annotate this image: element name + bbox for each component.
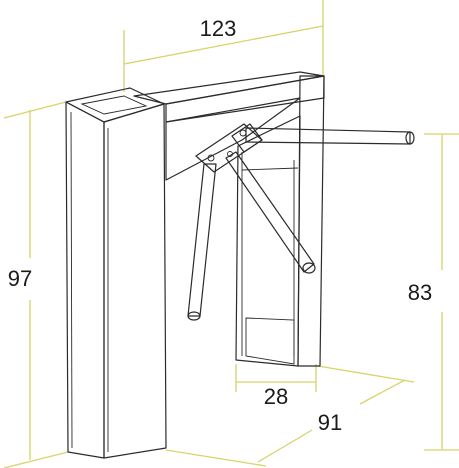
dimension-lines [3,0,459,468]
turnstile-cabinet [65,87,167,459]
dim-97-bottom-ext [3,451,69,468]
right-post-seam [241,167,299,171]
label-depth-91: 91 [318,410,342,435]
dim-91-bottom-ext [165,449,267,467]
rotor-hub [195,123,263,173]
turnstile-frame [133,71,325,367]
right-post-front [235,115,301,367]
rotor-bolt-top [239,129,247,137]
dim-91-top-ext [317,365,415,383]
tripod-arms [187,123,415,321]
dim-91-line-top [359,379,406,405]
label-height-83: 83 [408,280,432,305]
rotor-hub-head [231,123,263,153]
cabinet-display-panel [80,95,148,115]
label-height-97: 97 [8,266,32,291]
arm-vertical-cap [187,311,201,321]
dimension-labels: 123 97 83 28 91 [8,16,432,435]
arm-diagonal [225,151,315,273]
cabinet-edge-line [70,111,73,449]
rotor-bolt-center [227,151,233,157]
rotor-bolt-left [207,154,215,162]
arm-diagonal-cap [302,262,316,274]
inner-frame [165,97,301,181]
arm-vertical [187,163,217,317]
right-post-side [297,75,325,367]
arm-horizontal-cap [405,131,415,145]
dim-123-line [123,25,324,65]
right-post-kick-panel [245,317,295,365]
cabinet-side [103,103,167,459]
cabinet-top [65,87,165,123]
dim-91-line-bottom [257,429,313,463]
label-passage-28: 28 [264,384,288,409]
label-width-123: 123 [200,16,237,41]
dim-97-top-ext [3,101,67,119]
